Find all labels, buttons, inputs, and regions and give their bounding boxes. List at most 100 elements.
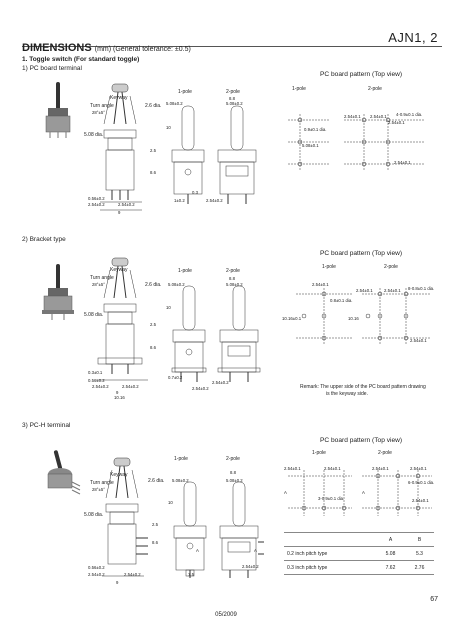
s2-remark2: is the keyway side.: [326, 391, 368, 397]
s1-d254b: 2.54±0.2: [118, 202, 135, 207]
pitch-table: A B 0.2 inch pitch type 5.08 5.3 0.3 inc…: [284, 532, 434, 575]
s1-pattern-pole2: 2-pole: [368, 86, 382, 92]
s2-pole1-drawing: [171, 285, 207, 382]
title-note: (mm) (General tolerance: ±0.5): [94, 46, 191, 53]
table-cell: 5.08: [376, 546, 405, 561]
s3-hole-dia2: 6-0.9±0.1 dia.: [408, 480, 435, 485]
table-cell: 2.76: [405, 560, 434, 575]
s2-pole2-drawing: [217, 285, 261, 382]
s3-h25: 2.5: [152, 522, 158, 527]
s1-p254b: 2.54±0.1: [370, 114, 387, 119]
s3-pattern-title: PC board pattern (Top view): [320, 437, 403, 444]
s3-p254e: 2.54±0.1: [412, 498, 429, 503]
s2-keyway-label: Keyway: [110, 267, 128, 273]
s1-p254d: 2.54±0.1: [394, 160, 411, 165]
s3-A1: A: [196, 548, 199, 553]
table-cell: 0.3 inch pitch type: [284, 560, 376, 575]
s3-p254c: 2.54±0.1: [372, 466, 389, 471]
section-1-side-drawing: [100, 83, 142, 211]
s1-pattern-title: PC board pattern (Top view): [320, 71, 403, 78]
s2-pattern-pole1: 1-pole: [322, 264, 336, 270]
s1-d1: 1±0.2: [174, 198, 185, 203]
s3-w9: 9: [116, 580, 119, 585]
s2-pattern-title: PC board pattern (Top view): [320, 250, 403, 257]
s2-angle-value: 28°±5°: [92, 282, 105, 287]
section-2-side-drawing: [96, 257, 148, 381]
section-2-heading: 2) Bracket type: [22, 236, 66, 243]
s2-w2: 8.8: [229, 276, 235, 281]
s1-w9: 9: [118, 210, 121, 215]
s3-p254a: 2.54±0.1: [284, 466, 301, 471]
table-cell: 0.2 inch pitch type: [284, 546, 376, 561]
s2-d03: 0.3±0.1: [88, 370, 103, 375]
s2-hole-dia: 0.8±0.1 dia.: [330, 298, 353, 303]
table-header-row: A B: [284, 532, 434, 547]
s3-d254b: 2.54±0.2: [124, 572, 141, 577]
s2-turn-angle-label: Turn angle: [90, 275, 114, 281]
s2-pattern-drawing: [296, 288, 430, 344]
pitch-table-wrapper: A B 0.2 inch pitch type 5.08 5.3 0.3 inc…: [284, 532, 434, 575]
s2-p1016b: 10.16: [348, 316, 359, 321]
s1-pattern-drawing: [288, 114, 424, 170]
s3-A2: A: [254, 548, 257, 553]
s2-d254c: 2.54±0.2: [192, 386, 209, 391]
s2-d1016: 10.16: [114, 395, 125, 400]
s3-hole-dia: 3-0.9±0.1 dia.: [318, 496, 345, 501]
s2-h25: 2.5: [150, 322, 156, 327]
footer-date: 05/2009: [215, 612, 237, 618]
section-3-heading: 3) PC-H terminal: [22, 422, 71, 429]
s1-h85: 8.6: [150, 170, 156, 175]
s3-A-pattern2: A: [362, 490, 365, 495]
s1-dia-big: 5.08 dia.: [84, 132, 104, 138]
s3-pattern-pole1: 1-pole: [312, 450, 326, 456]
s2-d07: 0.7±0.2: [168, 375, 183, 380]
s2-h85: 8.6: [150, 345, 156, 350]
s2-d254: 2.54±0.2: [92, 384, 109, 389]
s3-w1: 5.08±0.2: [172, 478, 189, 483]
s3-p254d: 2.54±0.1: [410, 466, 427, 471]
page-title: DIMENSIONS (mm) (General tolerance: ±0.5…: [22, 42, 191, 54]
s3-w2: 8.8: [230, 470, 236, 475]
s1-p254a: 2.54±0.1: [344, 114, 361, 119]
s2-p254c: 2.54±0.1: [384, 288, 401, 293]
s2-d254d: 2.54±0.2: [212, 380, 229, 385]
s1-w2: 8.8: [229, 96, 235, 101]
s1-pole2-drawing: [217, 105, 257, 204]
s1-turn-angle-label: Turn angle: [90, 103, 114, 109]
s3-keyway-label: Keyway: [110, 472, 128, 478]
header-rule: [22, 46, 442, 47]
s1-hole-dia2: 4-0.9±0.1 dia.: [396, 112, 423, 117]
section-1-heading: 1) PC board terminal: [22, 65, 82, 72]
s1-w2b: 5.08±0.2: [226, 101, 243, 106]
s2-w1: 5.08±0.2: [168, 282, 185, 287]
s1-p508: 5.08±0.1: [302, 143, 319, 148]
s2-remark: Remark: The upper side of the PC board p…: [300, 384, 426, 390]
s2-dia-small: 2.6 dia.: [145, 282, 162, 288]
section-3-photo: [47, 450, 81, 495]
s3-d056: 0.56±0.2: [88, 565, 105, 570]
s2-pole1-title: 1-pole: [178, 268, 192, 274]
s1-dia-small: 2.6 dia.: [145, 103, 162, 109]
s2-p254d: 2.54±0.1: [410, 338, 427, 343]
s3-turn-angle-label: Turn angle: [90, 480, 114, 486]
s3-pole2-title: 2-pole: [226, 456, 240, 462]
section-1-photo: [45, 82, 71, 138]
table-row: 0.2 inch pitch type 5.08 5.3: [284, 546, 434, 561]
s3-h10: 10: [168, 500, 173, 505]
s1-d254: 2.54±0.2: [88, 202, 105, 207]
s1-d03: 0.3: [192, 190, 198, 195]
s2-p1016: 10.16±0.1: [282, 316, 302, 321]
s2-hole-dia2: 8-0.8±0.1 dia.: [408, 286, 435, 291]
model-title: AJN1, 2: [388, 30, 438, 45]
s3-d7: 7.5: [188, 572, 194, 577]
s2-h10: 10: [166, 305, 171, 310]
s3-A-pattern1: A: [284, 490, 287, 495]
s3-p254b: 2.54±0.1: [324, 466, 341, 471]
s2-p254: 2.54±0.1: [312, 282, 329, 287]
s2-w2b: 5.08±0.2: [226, 282, 243, 287]
s1-d254c: 2.54±0.2: [206, 198, 223, 203]
s2-d254b: 2.54±0.2: [122, 384, 139, 389]
section-title: 1. Toggle switch (For standard toggle): [22, 56, 140, 63]
s1-angle-value: 28°±5°: [92, 110, 105, 115]
table-header-cell: [284, 532, 376, 547]
